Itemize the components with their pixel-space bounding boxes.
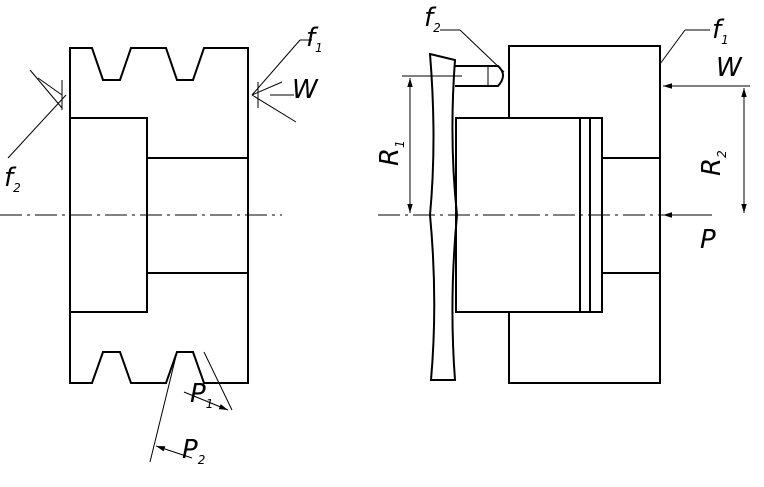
left-view-pulley: f2 f1 W P1 P2 — [0, 23, 323, 467]
right-label-R2: R2 — [697, 150, 729, 176]
left-label-W: W — [292, 75, 319, 105]
fixture-lower-section — [508, 272, 661, 384]
left-datum-symbol-f2 — [7, 69, 67, 159]
left-label-P1: P1 — [190, 379, 213, 411]
locating-pin — [455, 65, 504, 87]
pulley-lower-section — [69, 272, 249, 384]
left-label-f2: f2 — [4, 163, 21, 195]
groove-force-arrows — [149, 351, 233, 463]
right-label-f1: f1 — [712, 15, 729, 47]
right-label-P: P — [700, 225, 716, 255]
right-label-f2: f2 — [424, 3, 441, 35]
left-datum-symbol-f1 — [251, 39, 312, 123]
pulley-upper-section — [69, 47, 249, 159]
right-label-R1: R1 — [375, 140, 407, 166]
fixture-upper-section — [508, 45, 661, 159]
left-label-f1: f1 — [306, 23, 323, 55]
left-label-P2: P2 — [182, 435, 205, 467]
right-view-fixture: f2 f1 W P R2 R1 — [375, 3, 750, 384]
right-label-W: W — [716, 53, 743, 83]
clamp-plate — [428, 52, 459, 381]
